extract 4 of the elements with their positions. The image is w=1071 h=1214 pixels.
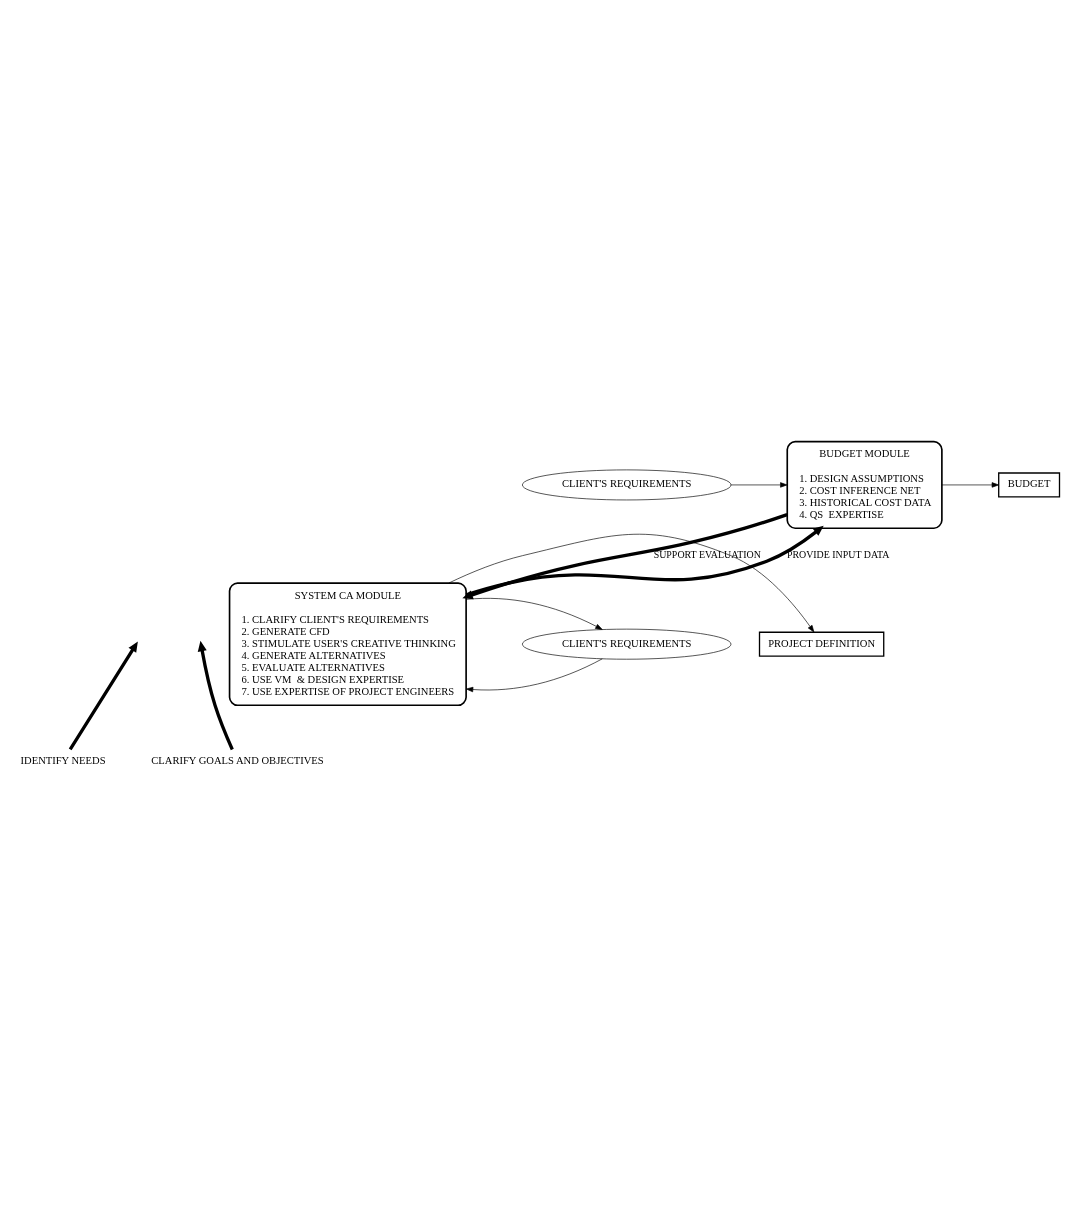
node-text: CLARIFY GOALS AND OBJECTIVES <box>151 754 324 766</box>
edge-label: PROVIDE INPUT DATA <box>786 548 890 560</box>
edge-label: SUPPORT EVALUATION <box>653 548 761 560</box>
node-text: IDENTIFY NEEDS <box>20 754 106 766</box>
